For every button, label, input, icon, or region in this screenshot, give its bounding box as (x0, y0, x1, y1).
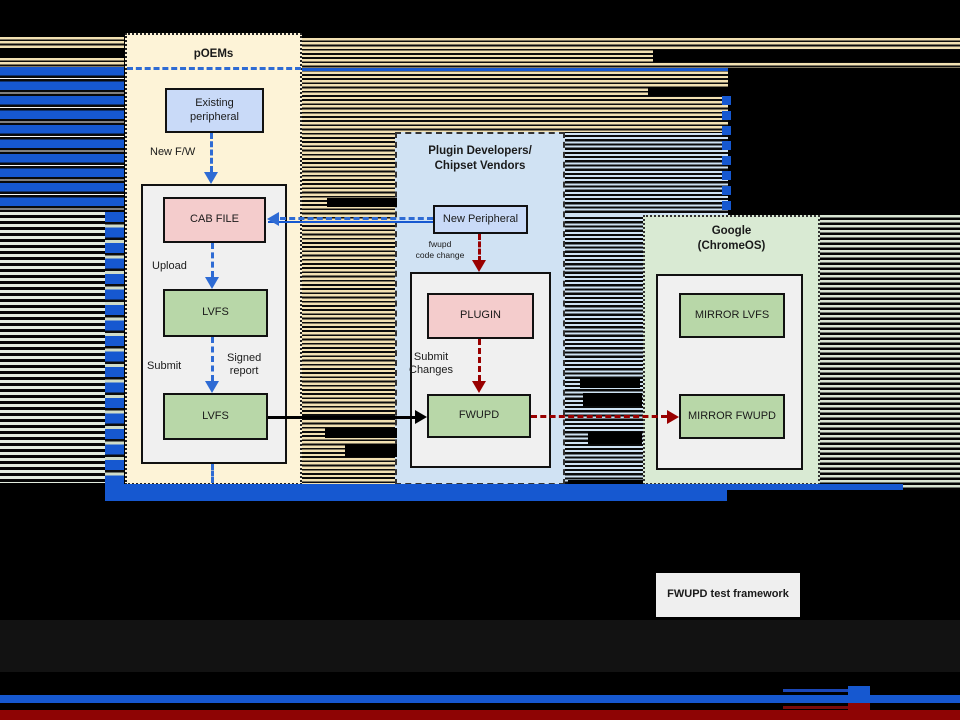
label-submit: Submit (147, 360, 182, 372)
node-fwupd-test-framework: FWUPD test framework (656, 573, 800, 617)
node-plugin: PLUGIN (427, 293, 534, 339)
bottom-red-bar (0, 710, 960, 720)
arrow-new-fw-head (204, 172, 218, 184)
glitch-bar (345, 444, 397, 457)
arrow-submit-head (205, 381, 219, 393)
label-new-fw: New F/W (150, 146, 196, 158)
glitch-bar (648, 87, 960, 96)
bg-stripes-lightblue-upper (565, 133, 728, 215)
arrow-submit-line (211, 337, 214, 381)
bottom-blue-band-b (105, 490, 727, 501)
bg-stripes-blue-left (0, 67, 124, 212)
node-lvfs-upper: LVFS (163, 289, 268, 337)
node-mirror-lvfs: MIRROR LVFS (679, 293, 785, 338)
glitch-bar (580, 378, 640, 388)
bg-stripes-lightblue-lower (565, 215, 643, 485)
label-fwupd-code-change: fwupd code change (415, 239, 465, 260)
bg-black-band-topleft (0, 48, 124, 58)
arrow-fwupd-code-change-head (472, 260, 486, 272)
node-fwupd: FWUPD (427, 394, 531, 438)
node-lvfs-lower: LVFS (163, 393, 268, 440)
arrow-newperipheral-to-cab-head (267, 212, 279, 226)
legend-red-line (783, 706, 848, 709)
glitch-blue-line-top (302, 68, 728, 71)
bottom-blue-band-a (105, 484, 903, 490)
arrow-lvfs-to-fwupd-line (268, 416, 415, 419)
label-submit-changes: Submit Changes (409, 351, 454, 377)
glitch-bar (583, 393, 642, 406)
arrow-upload-line (211, 243, 214, 277)
arrow-fwupd-to-mirror-head (667, 410, 679, 424)
bg-stripes-green-left (0, 212, 108, 483)
bottom-dark-band (0, 620, 960, 672)
glitch-bar (325, 428, 397, 438)
arrow-submit-changes-line (478, 339, 481, 381)
glitch-bar (568, 480, 643, 484)
arrow-lvfs-to-fwupd-head (415, 410, 427, 424)
panel-google-title: Google (ChromeOS) (697, 225, 766, 252)
arrow-fwupd-code-change-line (478, 234, 481, 262)
bottom-blue-bar (0, 695, 960, 703)
panel-poems-title: pOEMs (193, 48, 234, 60)
glitch-blue-line-cab (268, 221, 433, 223)
glitch-bar (327, 198, 397, 207)
arrow-upload-head (205, 277, 219, 289)
node-cab-file: CAB FILE (163, 197, 266, 243)
arrow-submit-changes-head (472, 381, 486, 393)
label-upload: Upload (152, 260, 187, 272)
arrow-fwupd-to-mirror-line (531, 415, 667, 418)
bg-blue-dash-column (105, 212, 124, 490)
glitch-bar (653, 50, 960, 62)
arrow-newperipheral-to-cab-line (280, 217, 433, 220)
label-signed-report: Signed report (227, 352, 262, 378)
poems-dashed-divider (127, 67, 301, 70)
arrow-new-fw-line (210, 133, 213, 172)
bg-stripes-green-right (820, 215, 960, 490)
bg-blue-dash-column-right (722, 96, 731, 215)
node-mirror-fwupd: MIRROR FWUPD (679, 394, 785, 439)
panel-plugin-title: Plugin Developers/ Chipset Vendors (428, 145, 532, 172)
bg-stripes-cream-mid (302, 38, 395, 485)
arrow-poems-bottom-stub (211, 464, 214, 483)
node-new-peripheral: New Peripheral (433, 205, 528, 234)
node-existing-peripheral: Existing peripheral (165, 88, 264, 133)
glitch-bar (588, 432, 642, 444)
legend-blue-line (783, 689, 848, 692)
